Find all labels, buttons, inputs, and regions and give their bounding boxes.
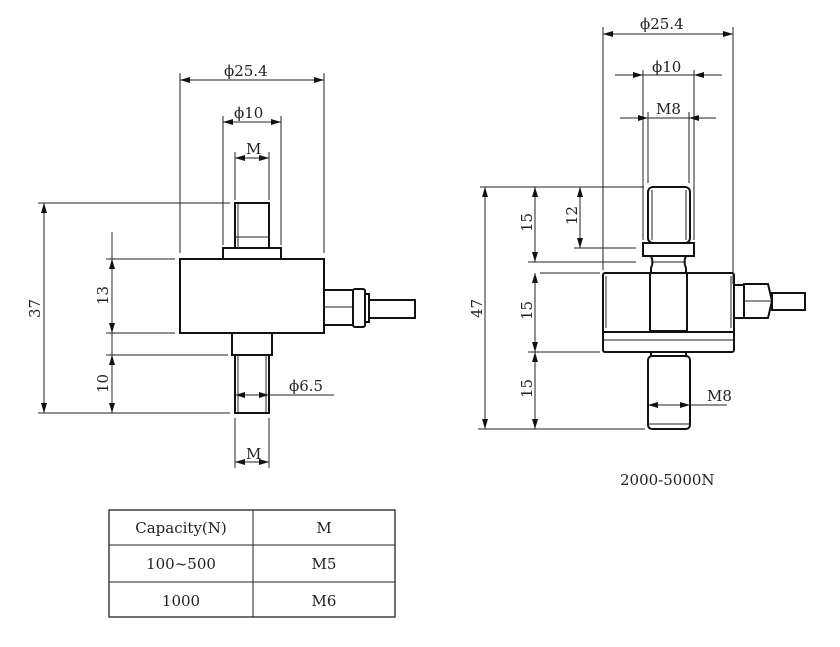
left-dim-bottom-stud: 10: [94, 374, 112, 393]
table-cell-capacity: 100~500: [146, 555, 216, 573]
right-dim-top-section: 15: [518, 213, 536, 232]
right-dim-thread-length: 12: [563, 206, 581, 225]
left-dim-total-height: 37: [26, 299, 44, 318]
right-dim-collar-diameter: ϕ10: [652, 58, 681, 76]
right-part-outline: [602, 186, 806, 430]
capacity-table: Capacity(N) M 100~500 M5 1000 M6: [108, 509, 396, 618]
table-header-capacity: Capacity(N): [135, 519, 227, 537]
right-dim-body-height: 15: [518, 301, 536, 320]
left-view: ϕ25.4 ϕ10 M 37 13 10 ϕ6.5 M: [26, 62, 416, 468]
right-view: ϕ25.4 ϕ10 M8 47 15 15 15 12 M8 2000-5000…: [468, 15, 806, 489]
right-dim-total-height: 47: [468, 299, 486, 318]
table-cell-capacity: 1000: [162, 592, 200, 610]
left-dim-bottom-diameter: ϕ6.5: [289, 377, 323, 395]
left-dim-thread-bottom: M: [246, 445, 261, 463]
right-dim-outer-diameter: ϕ25.4: [640, 15, 684, 33]
right-dim-thread-top: M8: [656, 100, 681, 118]
table-header-thread: M: [316, 519, 331, 537]
left-dim-collar-diameter: ϕ10: [234, 104, 263, 122]
table-cell-thread: M6: [312, 592, 337, 610]
left-dim-outer-diameter: ϕ25.4: [224, 62, 268, 80]
capacity-range-caption: 2000-5000N: [620, 471, 715, 489]
table-cell-thread: M5: [312, 555, 337, 573]
left-dim-body-height: 13: [94, 286, 112, 305]
left-part-outline: [179, 202, 416, 414]
right-dim-bottom-section: 15: [518, 379, 536, 398]
left-dimensions: ϕ25.4 ϕ10 M 37 13 10 ϕ6.5 M: [26, 62, 334, 468]
right-dimensions: ϕ25.4 ϕ10 M8 47 15 15 15 12 M8: [468, 15, 734, 430]
left-dim-thread-top: M: [246, 140, 261, 158]
right-dim-thread-bottom: M8: [707, 387, 732, 405]
